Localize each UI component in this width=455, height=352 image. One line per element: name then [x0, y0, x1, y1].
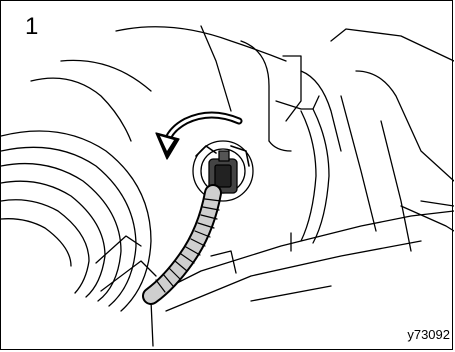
step-number: 1: [25, 13, 38, 41]
bulb-socket: [193, 141, 253, 201]
corrugated-hose: [151, 193, 221, 296]
wire-harness: [269, 96, 329, 243]
headlamp-housing: [1, 60, 156, 311]
figure-code: y73092: [407, 327, 450, 342]
